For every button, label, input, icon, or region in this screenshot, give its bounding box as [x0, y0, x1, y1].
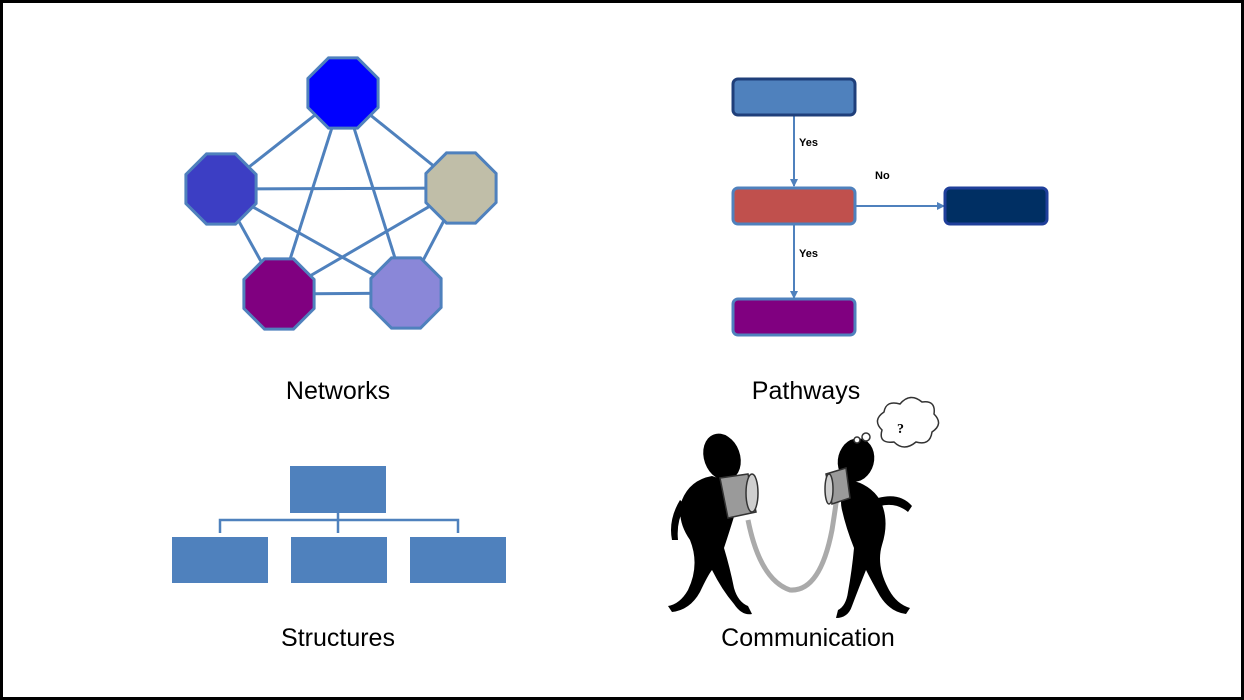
caption-networks: Networks [285, 377, 391, 405]
org-box-left [172, 537, 268, 583]
network-node-left [184, 152, 258, 226]
pathway-diagram [731, 77, 1049, 337]
label-yes-bottom: Yes [799, 248, 818, 260]
right-can [824, 467, 851, 505]
network-node-top [306, 56, 380, 130]
pathway-box-start [731, 77, 857, 117]
pathway-box-yes-outcome [731, 297, 857, 337]
org-box-top [290, 466, 386, 513]
network-nodes [184, 56, 498, 331]
caption-structures: Structures [281, 624, 395, 652]
left-can [719, 473, 759, 519]
label-no: No [875, 170, 890, 182]
network-node-bottom-left [242, 257, 316, 331]
org-box-middle [291, 537, 387, 583]
network-edge [220, 186, 462, 191]
structure-diagram [172, 466, 506, 583]
caption-communication: Communication [721, 624, 895, 652]
thought-bubble [853, 396, 940, 448]
org-box-right [410, 537, 506, 583]
network-node-bottom-right [369, 256, 443, 330]
network-node-right [424, 151, 498, 225]
caption-pathways: Pathways [751, 377, 861, 405]
label-yes-top: Yes [799, 137, 818, 149]
pathway-box-no-outcome [943, 186, 1049, 226]
pathway-box-decision [731, 186, 857, 226]
thought-question-mark: ? [897, 422, 904, 437]
left-figure [668, 433, 752, 615]
can-string [745, 487, 841, 593]
org-connector [218, 513, 460, 533]
right-figure [826, 438, 912, 618]
communication-clipart [668, 396, 940, 618]
